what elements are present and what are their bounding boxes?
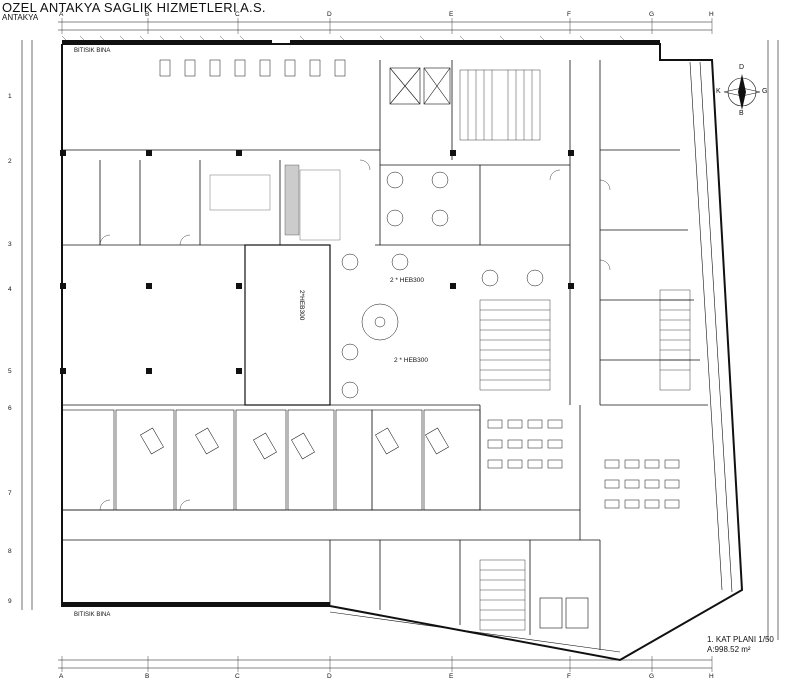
compass-south: B (739, 110, 744, 117)
classroom-desks (487, 419, 680, 509)
grid-col-top-f: F (567, 11, 571, 18)
plan-name: 1. KAT PLANI 1/50 (707, 635, 774, 644)
door-swings (99, 159, 611, 511)
patient-rooms (61, 409, 481, 511)
grid-row-4: 4 (8, 286, 12, 293)
compass-east: G (762, 88, 768, 95)
plan-title-block: 1. KAT PLANI 1/50 A:998.52 m² (707, 635, 774, 655)
drawing-title: OZEL ANTAKYA SAGLIK HIZMETLERI A.S. (2, 0, 266, 15)
grid-col-bottom-a: A (59, 673, 64, 680)
grid-col-top-a: A (59, 11, 64, 18)
outer-walls (61, 43, 744, 662)
dimension-lines (21, 21, 779, 669)
compass-west: K (716, 88, 721, 95)
grid-row-1: 1 (8, 93, 12, 100)
grid-col-bottom-h: H (709, 673, 714, 680)
grid-row-7: 7 (8, 490, 12, 497)
grid-col-top-e: E (449, 11, 454, 18)
grid-col-top-h: H (709, 11, 714, 18)
diagonal-facade (329, 61, 733, 653)
office-windows (159, 59, 346, 77)
grid-row-3: 3 (8, 241, 12, 248)
compass-north: D (739, 64, 745, 71)
beam-label-vertical: 2*HEB300 (298, 290, 305, 321)
grid-col-top-d: D (327, 11, 332, 18)
beds (140, 427, 449, 460)
grid-col-top-b: B (145, 11, 150, 18)
grid-col-bottom-b: B (145, 673, 150, 680)
plan-area: A:998.52 m² (707, 645, 751, 654)
atrium-void (244, 244, 331, 406)
adjacent-building-label-top: BITISIK BINA (74, 48, 111, 54)
grid-col-bottom-c: C (235, 673, 240, 680)
beam-label-upper: 2 * HEB300 (390, 277, 424, 284)
adjacent-building-hatch (62, 40, 660, 606)
grid-row-2: 2 (8, 158, 12, 165)
grid-col-bottom-d: D (327, 673, 332, 680)
grid-col-top-g: G (649, 11, 655, 18)
grid-col-bottom-e: E (449, 673, 454, 680)
interior-walls (62, 60, 708, 650)
grid-col-bottom-g: G (649, 673, 655, 680)
grid-row-8: 8 (8, 548, 12, 555)
lift-shafts (389, 67, 589, 629)
tables-and-chairs (341, 171, 544, 399)
adjacent-building-label-bottom: BITISIK BINA (74, 612, 111, 618)
stretcher-area (209, 164, 341, 241)
compass (723, 74, 761, 110)
grid-col-bottom-f: F (567, 673, 571, 680)
grid-row-5: 5 (8, 368, 12, 375)
spiral-stair (361, 303, 399, 341)
grid-col-top-c: C (235, 11, 240, 18)
grid-row-9: 9 (8, 598, 12, 605)
grid-ticks (61, 18, 713, 672)
grid-row-6: 6 (8, 405, 12, 412)
beam-label-lower: 2 * HEB300 (394, 357, 428, 364)
columns (60, 150, 574, 374)
drawing-subtitle: ANTAKYA (2, 13, 39, 22)
hatch-pattern (61, 35, 625, 41)
stairs (459, 69, 691, 631)
